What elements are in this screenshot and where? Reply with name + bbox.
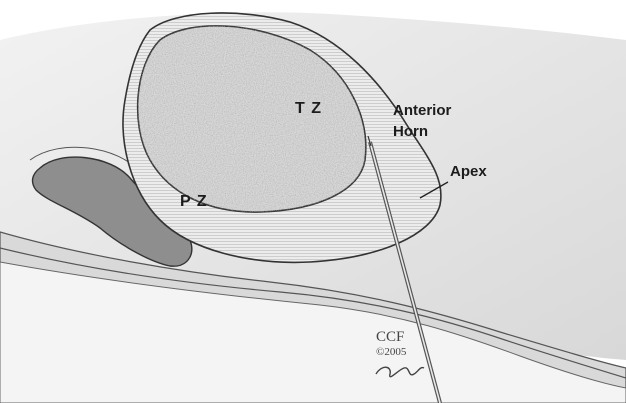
peripheral-zone-label: P Z [180, 194, 208, 210]
anterior-horn-label-line1: Anterior [393, 103, 451, 118]
transition-zone-label: T Z [295, 101, 322, 117]
anterior-horn-label-line2: Horn [393, 124, 428, 139]
copyright-org: CCF [376, 330, 404, 345]
apex-label: Apex [450, 164, 487, 179]
copyright-year: ©2005 [376, 347, 406, 358]
